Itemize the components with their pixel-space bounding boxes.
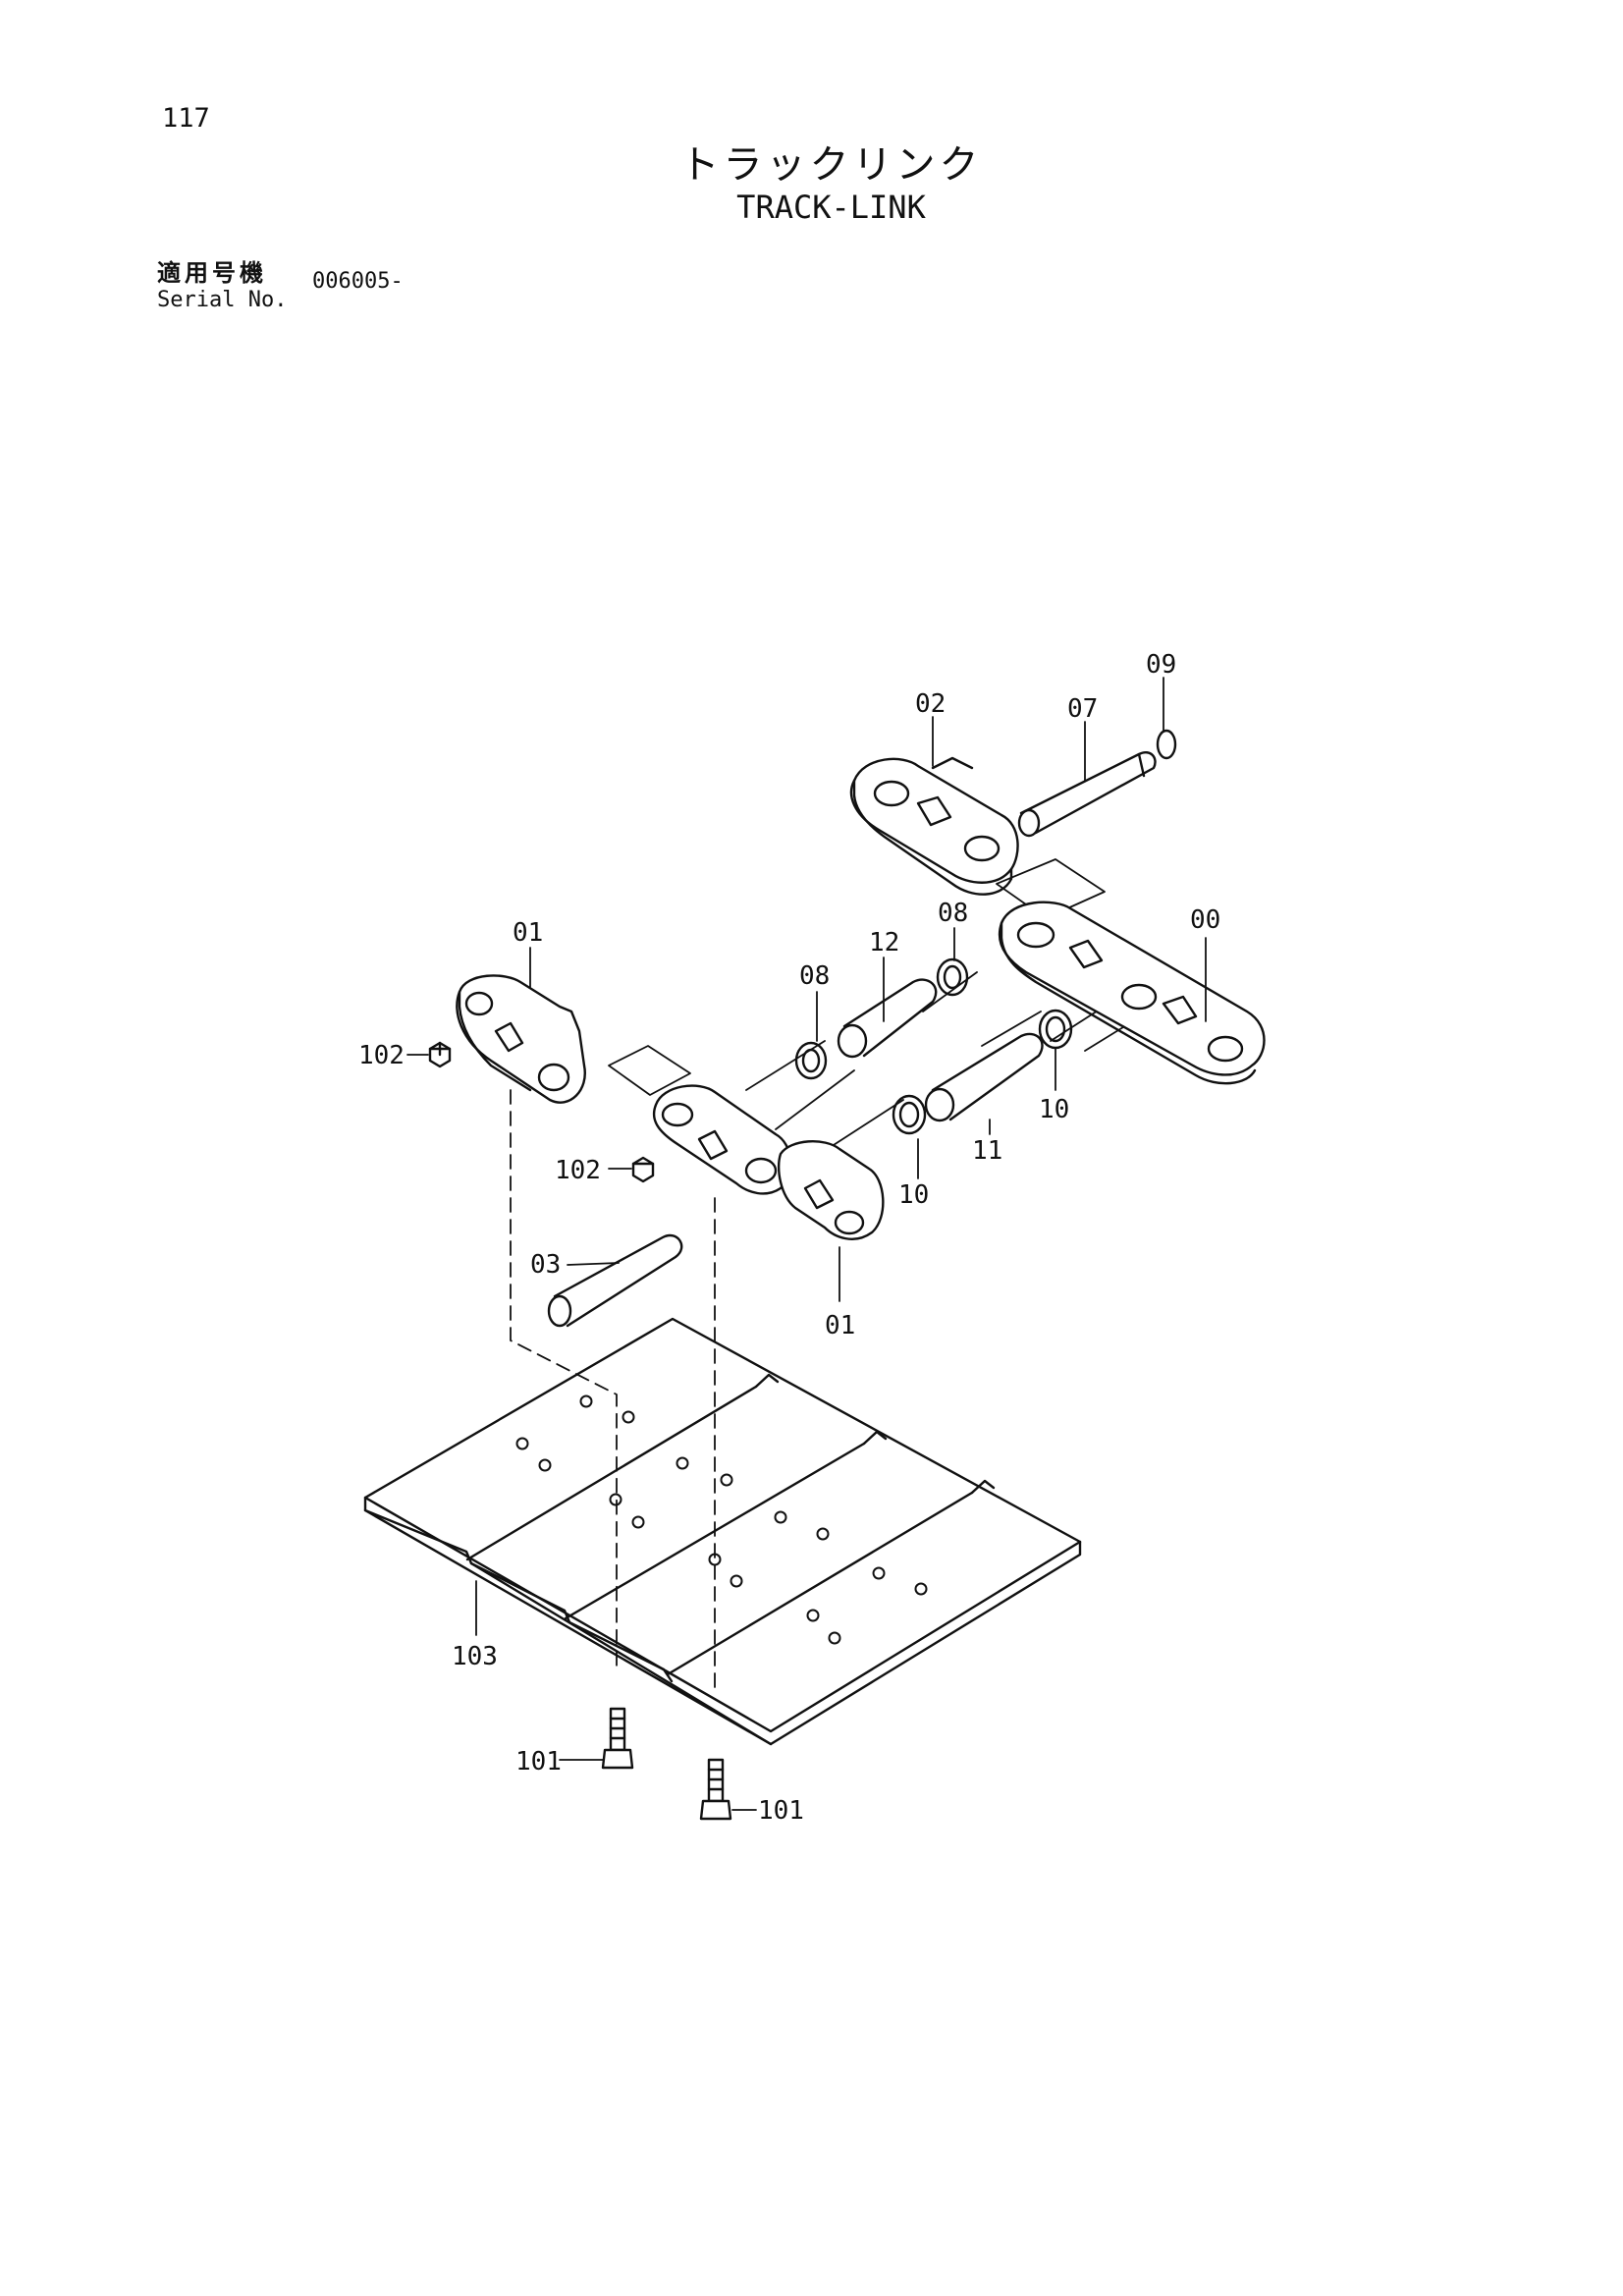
nut-102-upper xyxy=(428,1041,452,1068)
track-shoe-plates xyxy=(363,1317,1082,1746)
callout-102-upper: 102 xyxy=(358,1041,405,1070)
callout-03: 03 xyxy=(530,1250,561,1280)
callout-08-right: 08 xyxy=(938,899,968,928)
bolt-101-right xyxy=(699,1758,732,1821)
callout-08-left: 08 xyxy=(799,961,830,991)
callout-10-right: 10 xyxy=(1039,1095,1069,1124)
callout-11: 11 xyxy=(972,1136,1002,1166)
nut-102-lower xyxy=(631,1156,655,1183)
track-link-01-left xyxy=(456,974,586,1104)
seal-10-right xyxy=(1038,1009,1073,1050)
lock-ring-09 xyxy=(1156,729,1177,760)
track-link-02 xyxy=(849,756,1019,896)
serial-label-japanese: 適用号機 xyxy=(157,259,267,287)
callout-101-right: 101 xyxy=(758,1796,804,1826)
callout-00: 00 xyxy=(1190,905,1220,935)
callout-10-left: 10 xyxy=(898,1180,929,1210)
page-title-japanese: トラックリンク xyxy=(679,142,983,188)
callout-103: 103 xyxy=(452,1642,498,1671)
callout-102-lower: 102 xyxy=(555,1156,601,1185)
serial-number-value: 006005- xyxy=(312,269,404,294)
seal-10-left xyxy=(892,1094,927,1135)
callout-01-left: 01 xyxy=(513,918,543,948)
callout-labels: 00 01 01 02 03 07 08 08 09 10 10 11 12 1… xyxy=(358,650,1220,1826)
bolt-101-left xyxy=(601,1707,634,1770)
seal-08-right xyxy=(936,957,969,997)
serial-label-english: Serial No. xyxy=(157,288,288,312)
track-link-01-middle xyxy=(652,1084,885,1240)
callout-leader-lines xyxy=(406,677,1207,1811)
track-link-00 xyxy=(998,901,1266,1085)
callout-09: 09 xyxy=(1146,650,1176,680)
callout-12: 12 xyxy=(869,928,899,957)
callout-101-left: 101 xyxy=(515,1747,562,1777)
bushing-11 xyxy=(924,1032,1044,1122)
assembly-guide-lines xyxy=(510,858,1150,1690)
track-pin-03 xyxy=(547,1233,683,1328)
shoe-bolt-holes xyxy=(515,1394,928,1645)
callout-02: 02 xyxy=(915,689,946,719)
callout-07: 07 xyxy=(1067,694,1098,724)
bushing-12 xyxy=(837,978,938,1059)
seal-08-left xyxy=(794,1041,828,1080)
callout-01-middle: 01 xyxy=(825,1311,855,1340)
track-pin-07 xyxy=(1017,751,1157,838)
page-title-english: TRACK-LINK xyxy=(736,189,926,226)
page-number: 117 xyxy=(162,103,210,134)
